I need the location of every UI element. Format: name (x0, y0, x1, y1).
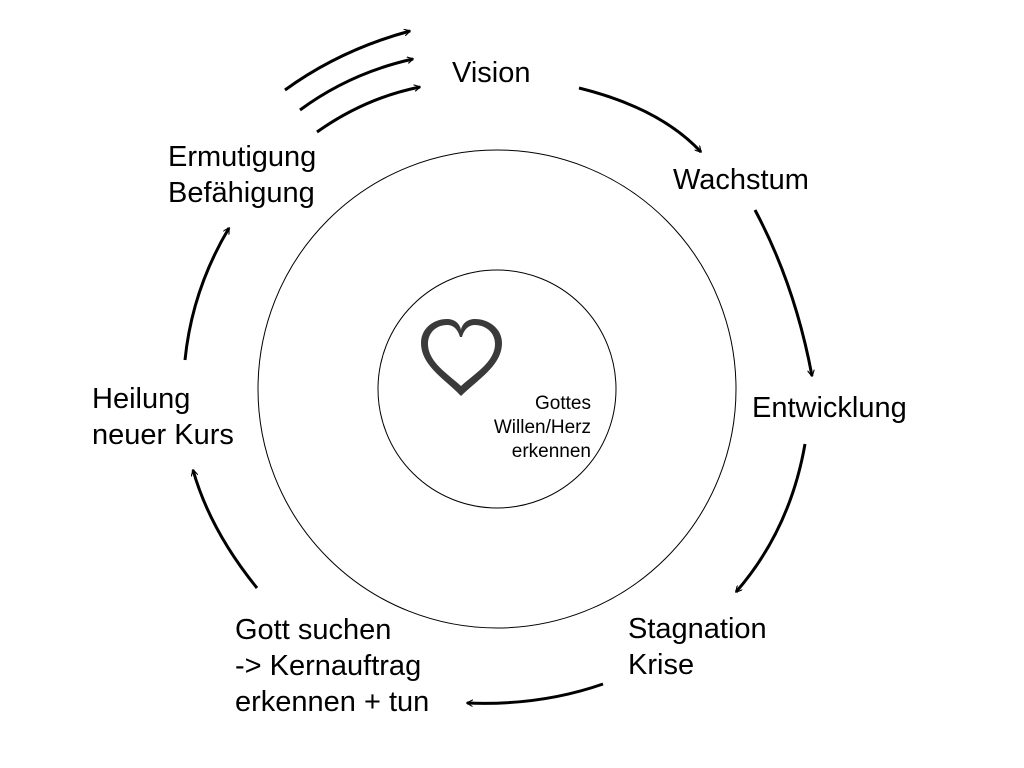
arrow-ermutigung-to-vision-1 (284, 31, 410, 92)
stage-label-heilung: Heilung neuer Kurs (92, 383, 234, 451)
stage-label-gott-suchen: Gott suchen -> Kernauftrag erkennen + tu… (235, 614, 430, 718)
arrow-heilung-to-ermutigung (183, 228, 231, 361)
arrow-ermutigung-to-vision-3 (316, 87, 420, 134)
stage-label-stagnation: Stagnation Krise (628, 613, 767, 681)
heart-icon (421, 319, 502, 396)
center-label: Gottes Willen/Herz erkennen (493, 393, 591, 462)
arrow-wachstum-to-entwicklung (753, 209, 812, 376)
arrow-ermutigung-to-vision-2 (299, 59, 413, 112)
stage-label-ermutigung: Ermutigung Befähigung (168, 141, 317, 209)
arrow-vision-to-wachstum (578, 86, 703, 152)
arrow-entwicklung-to-stagnation (734, 443, 807, 592)
inner-circle (377, 269, 617, 509)
arrow-stagnation-to-gott-suchen (467, 682, 604, 703)
arrow-gott-suchen-to-heilung (193, 470, 259, 589)
stage-label-vision: Vision (452, 57, 531, 89)
outer-circle (257, 149, 737, 629)
stage-label-wachstum: Wachstum (673, 164, 809, 196)
stage-label-entwicklung: Entwicklung (752, 392, 907, 424)
